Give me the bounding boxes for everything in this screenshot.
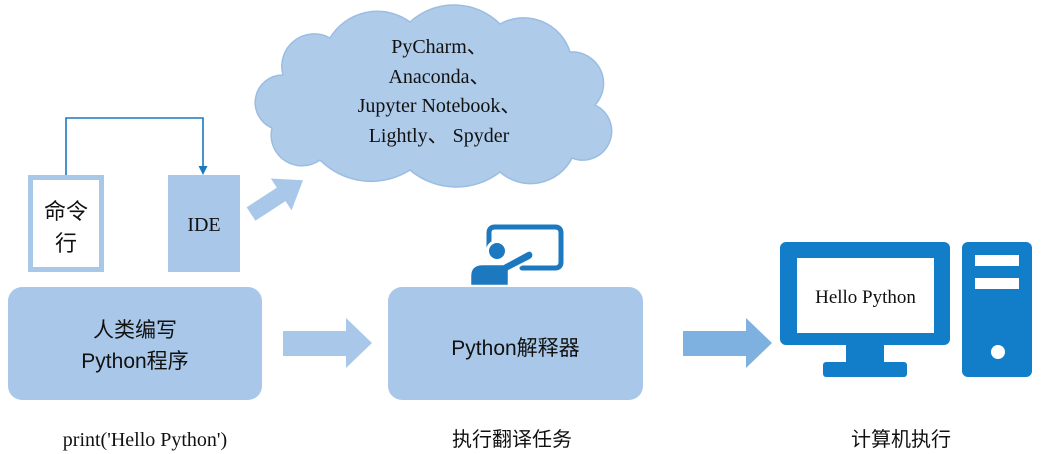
- presenter-board: [486, 224, 564, 271]
- ide-to-cloud-arrow: [246, 178, 303, 221]
- tower-power-button: [991, 345, 1005, 359]
- python-interpreter-box: Python解释器: [388, 287, 643, 400]
- presenter-head: [486, 240, 508, 262]
- interpreter-caption: 执行翻译任务: [452, 429, 572, 451]
- ide-tool-item: Anaconda、: [388, 65, 490, 88]
- interpreter-to-computer-arrow: [683, 318, 772, 368]
- ide-tool-item: Lightly、 Spyder: [368, 124, 510, 147]
- cmd-to-ide-connector: [65, 117, 208, 175]
- monitor-screen: [797, 258, 934, 333]
- human-box-label-line-2: Python程序: [81, 349, 189, 373]
- human-box-label-line-1: 人类编写: [93, 318, 177, 342]
- tower-icon: [962, 242, 1032, 377]
- tower-drive-bay-1: [975, 255, 1019, 266]
- monitor-base: [823, 362, 907, 377]
- tower-drive-bay-2: [975, 278, 1019, 289]
- screen-output: Hello Python: [815, 286, 916, 308]
- interpreter-label: Python解释器: [451, 336, 580, 360]
- monitor-neck: [846, 344, 884, 363]
- ide-label: IDE: [187, 214, 221, 236]
- presenter-body: [468, 249, 535, 288]
- ide-tools-cloud: [254, 4, 613, 188]
- ide-tool-item: Jupyter Notebook、: [357, 95, 521, 117]
- ide-tool-item: PyCharm、: [391, 36, 487, 58]
- monitor-icon: [780, 242, 950, 377]
- connector-arrowhead-icon: [198, 166, 208, 175]
- tower-case: [962, 242, 1032, 377]
- computer-caption: 计算机执行: [851, 429, 951, 451]
- ide-box: IDE: [168, 175, 240, 272]
- monitor-screen-text: Hello Python: [797, 258, 934, 333]
- connector-line: [65, 117, 204, 175]
- program-to-interpreter-arrow: [283, 318, 372, 368]
- ide-tools-list: PyCharm、 Anaconda、 Jupyter Notebook、 Lig…: [299, 33, 579, 151]
- human-writes-program-box: 人类编写 Python程序: [8, 287, 262, 400]
- presenter-icon: [468, 224, 564, 288]
- command-line-label-line-2: 行: [54, 230, 77, 256]
- command-line-label-line-1: 命令: [43, 198, 88, 224]
- command-line-box: 命令 行: [28, 175, 104, 272]
- code-caption: print('Hello Python'): [62, 429, 228, 451]
